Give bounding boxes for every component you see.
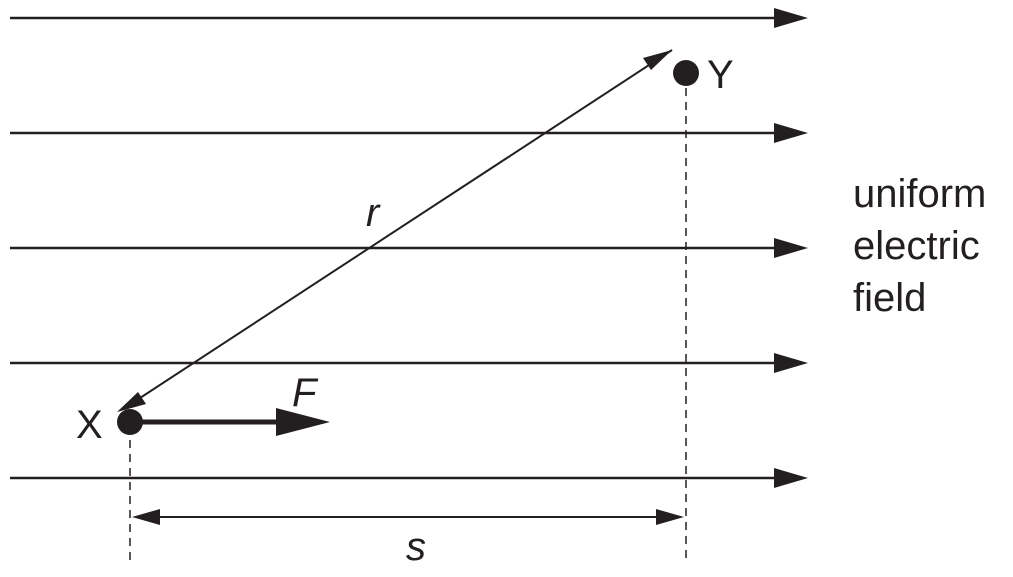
field-caption-line: field — [853, 276, 927, 320]
field-line-3 — [10, 238, 808, 258]
r-arrowhead-x-icon — [117, 392, 146, 412]
field-line-arrow-icon — [774, 123, 808, 143]
field-line-2 — [10, 123, 808, 143]
point-x-label: X — [76, 403, 103, 447]
s-arrowhead-right-icon — [656, 509, 684, 525]
r-arrowhead-y-icon — [643, 50, 672, 70]
field-caption-line: uniform — [853, 172, 987, 216]
force-f-arrow — [130, 408, 330, 436]
force-label: F — [292, 371, 319, 415]
point-y-dot — [673, 60, 699, 86]
field-line-5 — [10, 468, 808, 488]
separation-s-label: s — [406, 525, 426, 569]
field-line-arrow-icon — [774, 353, 808, 373]
field-line-arrow-icon — [774, 238, 808, 258]
field-line-arrow-icon — [774, 468, 808, 488]
guide-lines — [129, 88, 687, 560]
distance-r-label: r — [366, 191, 381, 235]
force-arrowhead-icon — [276, 408, 330, 436]
s-arrowhead-left-icon — [132, 509, 160, 525]
separation-s-arrow — [132, 509, 684, 525]
field-caption: uniform electric field — [853, 168, 986, 324]
field-line-1 — [10, 8, 808, 28]
field-line-arrow-icon — [774, 8, 808, 28]
point-x-dot — [117, 409, 143, 435]
field-lines — [10, 8, 808, 488]
field-caption-line: electric — [853, 224, 980, 268]
field-line-4 — [10, 353, 808, 373]
distance-r-arrow — [117, 49, 673, 412]
point-y-label: Y — [707, 53, 734, 97]
